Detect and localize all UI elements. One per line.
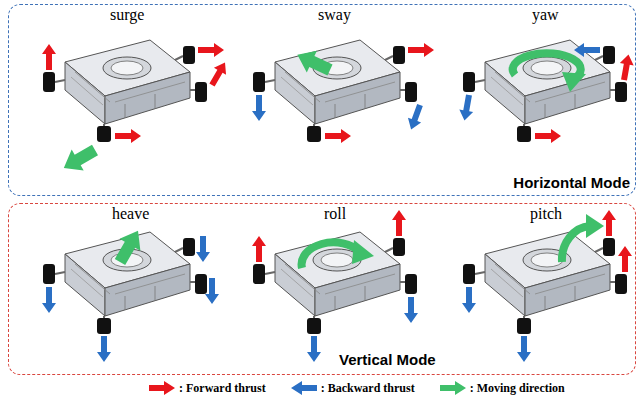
- legend-arrow-swatch: [439, 380, 467, 396]
- motion-title: surge: [110, 6, 144, 24]
- legend-text: : Forward thrust: [179, 381, 266, 396]
- legend-item: : Backward thrust: [290, 380, 415, 396]
- motion-title: yaw: [532, 6, 559, 24]
- motion-title: heave: [112, 205, 149, 223]
- legend-item: : Moving direction: [439, 380, 565, 396]
- legend-item: : Forward thrust: [148, 380, 266, 396]
- legend-text: : Backward thrust: [321, 381, 415, 396]
- legend-text: : Moving direction: [470, 381, 565, 396]
- motion-title: pitch: [530, 205, 562, 223]
- legend-arrow-swatch: [290, 380, 318, 396]
- motion-title: sway: [318, 6, 351, 24]
- legend-arrow-swatch: [148, 380, 176, 396]
- mode-label: Horizontal Mode: [513, 174, 630, 192]
- mode-panel: Vertical Mode: [8, 203, 636, 375]
- mode-label: Vertical Mode: [339, 351, 436, 369]
- motion-title: roll: [324, 205, 346, 223]
- mode-panel: Horizontal Mode: [8, 4, 636, 196]
- legend: : Forward thrust : Backward thrust : Movin…: [148, 380, 589, 396]
